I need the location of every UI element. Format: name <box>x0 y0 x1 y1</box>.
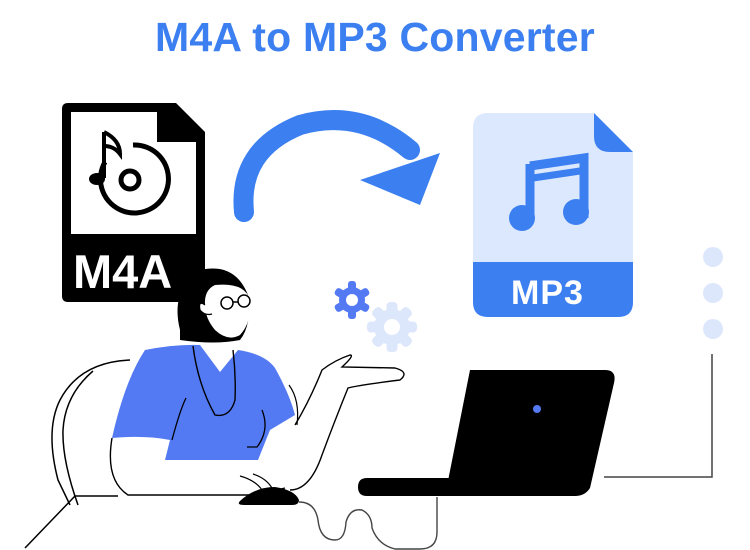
m4a-file-icon: M4A <box>62 103 205 302</box>
laptop-icon <box>358 370 615 496</box>
mp3-file-icon: MP3 <box>473 113 633 317</box>
music-disc-icon <box>89 130 171 216</box>
music-note-icon <box>509 152 589 231</box>
desk-line-right <box>604 354 713 478</box>
mp3-label: MP3 <box>511 274 584 312</box>
desk-edge <box>24 495 118 549</box>
mouse-cable <box>298 497 438 550</box>
mouse-icon <box>238 487 299 505</box>
chair <box>51 359 131 506</box>
m4a-label: M4A <box>73 245 172 298</box>
glasses <box>220 294 251 310</box>
page-title: M4A to MP3 Converter <box>155 14 595 60</box>
person-illustration <box>109 268 405 505</box>
curved-arrow-right-icon <box>233 110 440 222</box>
decorative-dots <box>703 247 723 339</box>
gear-icon <box>334 281 370 319</box>
gear-icon-faded <box>367 302 417 352</box>
